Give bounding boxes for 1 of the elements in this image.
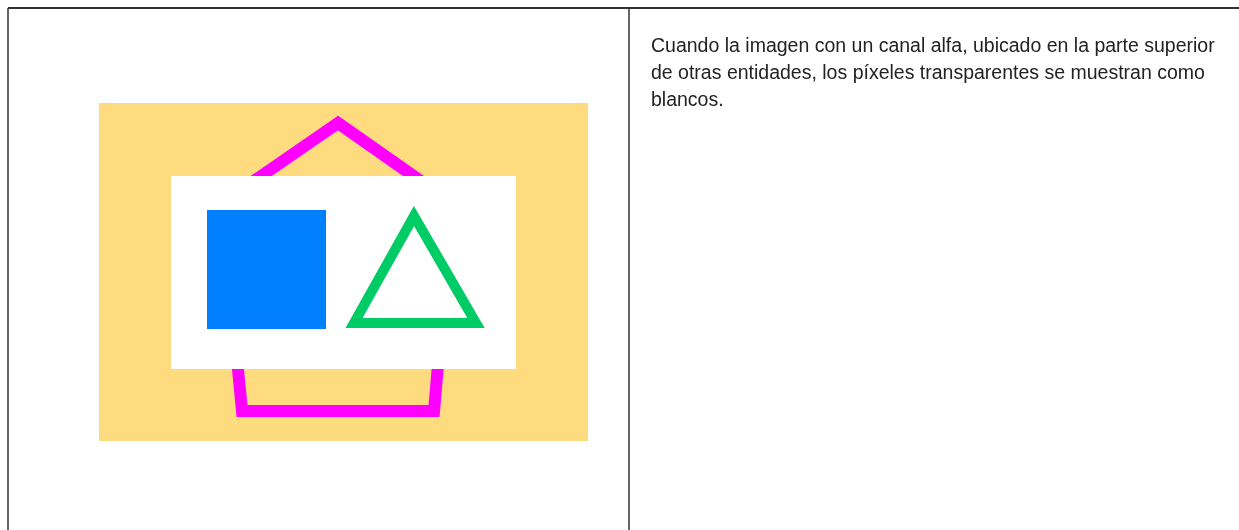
description-text: Cuando la imagen con un canal alfa, ubicado en la parte superior de otras entidades, los píxeles transparentes se muestran como blancos. (651, 33, 1216, 112)
